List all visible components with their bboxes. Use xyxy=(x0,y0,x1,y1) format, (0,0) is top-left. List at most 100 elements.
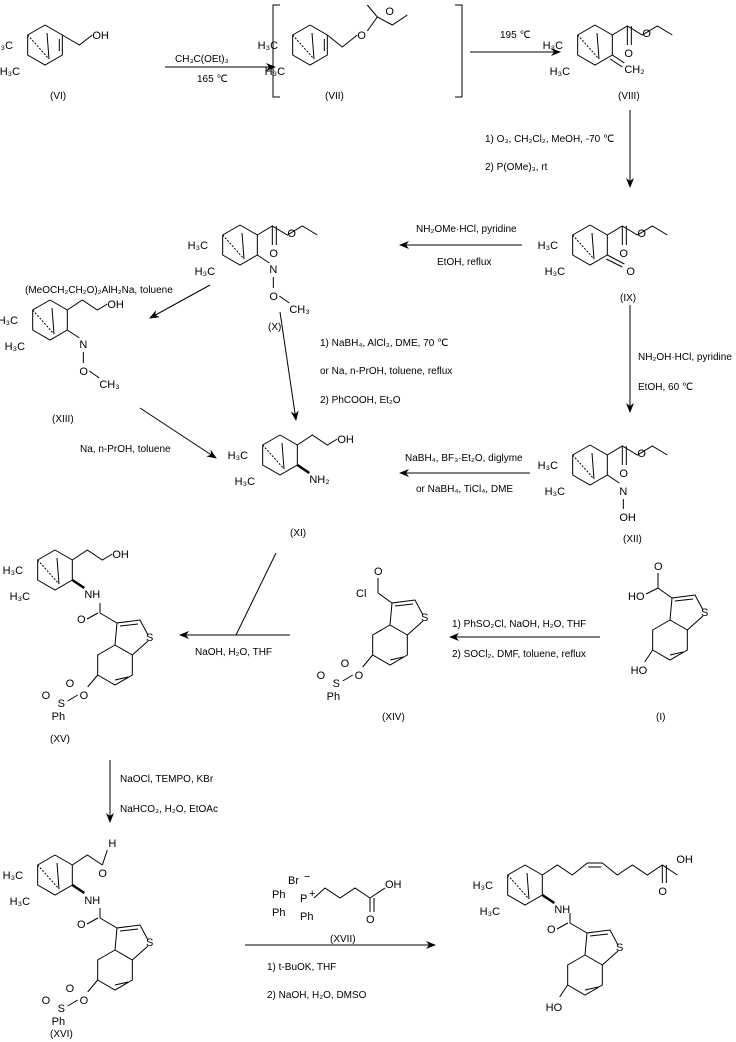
bond xyxy=(292,34,315,60)
ring xyxy=(572,224,608,266)
oxygen-label: O xyxy=(624,48,633,60)
reaction-arrow xyxy=(149,284,211,319)
sulfur-label: S xyxy=(58,1003,65,1015)
compound-label-ix: (IX) xyxy=(620,293,637,304)
methyl-label: H₃C xyxy=(195,266,215,278)
compound-label-vi: (VI) xyxy=(50,91,67,102)
oxygen-label: O xyxy=(637,228,646,240)
bond xyxy=(279,295,290,304)
ring xyxy=(652,619,688,661)
bond xyxy=(72,549,113,561)
reagent-step8-bottom: EtOH, 60 ℃ xyxy=(638,382,694,393)
oxygen-label: O xyxy=(98,868,107,880)
compound-label-viii: (VIII) xyxy=(618,91,640,102)
ring xyxy=(262,434,298,476)
oxygen-label: O xyxy=(654,561,663,573)
ring xyxy=(97,644,133,686)
hydroxyl-label: OH xyxy=(619,512,636,524)
compound-label-xiii: (XIII) xyxy=(52,414,74,425)
phenyl-label: Ph xyxy=(272,907,285,919)
nitrogen-label: N xyxy=(619,486,627,498)
ring xyxy=(32,299,68,341)
bond xyxy=(606,258,623,268)
reagent-step5: (MeOCH₂CH₂O)₂AlH₂Na, toluene xyxy=(25,285,173,296)
bond xyxy=(669,651,684,656)
bond xyxy=(56,557,60,585)
reagent-step12-line1: NaOCl, TEMPO, KBr xyxy=(120,774,214,785)
bond xyxy=(67,694,78,702)
reagent-step13-line1: 1) t-BuOK, THF xyxy=(267,962,337,973)
bond xyxy=(71,578,86,590)
reagent-step7: Na, n-PrOH, toluene xyxy=(80,444,171,455)
bond xyxy=(313,887,371,899)
bond xyxy=(541,893,556,905)
oxygen-label: O xyxy=(80,995,89,1007)
bond xyxy=(297,434,338,446)
hydroxyl-label: HO xyxy=(628,591,645,603)
oxygen-label: O xyxy=(269,291,278,303)
phenyl-label: Ph xyxy=(272,889,285,901)
bond xyxy=(572,454,595,480)
sulfur-label: S xyxy=(146,632,153,644)
hydroxyl-label: OH xyxy=(92,30,109,42)
methyl-label: H₃C xyxy=(0,66,20,78)
bond xyxy=(101,849,108,866)
ring xyxy=(222,224,258,266)
methyl-label: CH₃ xyxy=(289,304,309,316)
bond xyxy=(389,656,404,661)
bond xyxy=(296,463,311,475)
reagent-step3-line2: 2) P(OMe)₃, rt xyxy=(485,162,548,173)
bond xyxy=(569,913,588,934)
reagent-step12-line2: NaHCO₃, H₂O, EtOAc xyxy=(120,804,218,815)
oxygen-label: O xyxy=(385,6,394,18)
bond xyxy=(235,552,277,636)
oxygen-label: O xyxy=(619,468,628,480)
bond xyxy=(389,599,424,626)
bond xyxy=(526,872,530,900)
sulfur-label: S xyxy=(701,607,708,619)
sulfur-label: S xyxy=(421,612,428,624)
bond xyxy=(669,594,704,621)
bond xyxy=(311,32,315,60)
bond xyxy=(366,14,408,32)
bond xyxy=(362,654,374,668)
sulfur-label: S xyxy=(333,678,340,690)
amide-nh-label: NH xyxy=(84,589,100,601)
compound-label-i: (I) xyxy=(656,712,666,723)
methyl-label: H₃C xyxy=(550,66,570,78)
oxygen-label: O xyxy=(42,690,51,702)
reagent-step6-line3: 2) PhCOOH, Et₂O xyxy=(320,395,401,406)
bond xyxy=(377,592,393,604)
oxygen-label: O xyxy=(374,566,383,578)
methyl-label: CH₃ xyxy=(99,379,119,391)
bond xyxy=(67,999,78,1007)
ring xyxy=(37,549,73,591)
oxygen-label: O xyxy=(269,248,278,260)
bond xyxy=(342,674,353,682)
amine-label: NH₂ xyxy=(309,474,329,486)
hydroxyl-label: OH xyxy=(385,879,402,891)
ring xyxy=(37,854,73,896)
methyl-label: H₃C xyxy=(3,870,23,882)
bond xyxy=(406,620,424,636)
bond xyxy=(612,54,625,64)
nitrogen-label: N xyxy=(269,264,277,276)
reagent-step6-line2: or Na, n-PrOH, toluene, reflux xyxy=(320,366,453,377)
bond xyxy=(644,649,654,663)
bond xyxy=(281,442,285,470)
oxygen-label: O xyxy=(79,366,88,378)
oxygen-label: O xyxy=(658,886,667,898)
bond xyxy=(366,4,378,18)
bond xyxy=(71,883,86,895)
methyl-label: H₃C xyxy=(543,40,563,52)
bond xyxy=(56,862,60,890)
bond xyxy=(86,612,99,620)
methyl-label: H₃C xyxy=(0,315,18,327)
bond xyxy=(51,307,55,335)
bond xyxy=(89,370,100,379)
methyl-label: H₃C xyxy=(545,486,565,498)
bond xyxy=(607,254,625,265)
reagent-step4-bottom: EtOH, reflux xyxy=(437,257,492,268)
bond xyxy=(114,924,149,951)
